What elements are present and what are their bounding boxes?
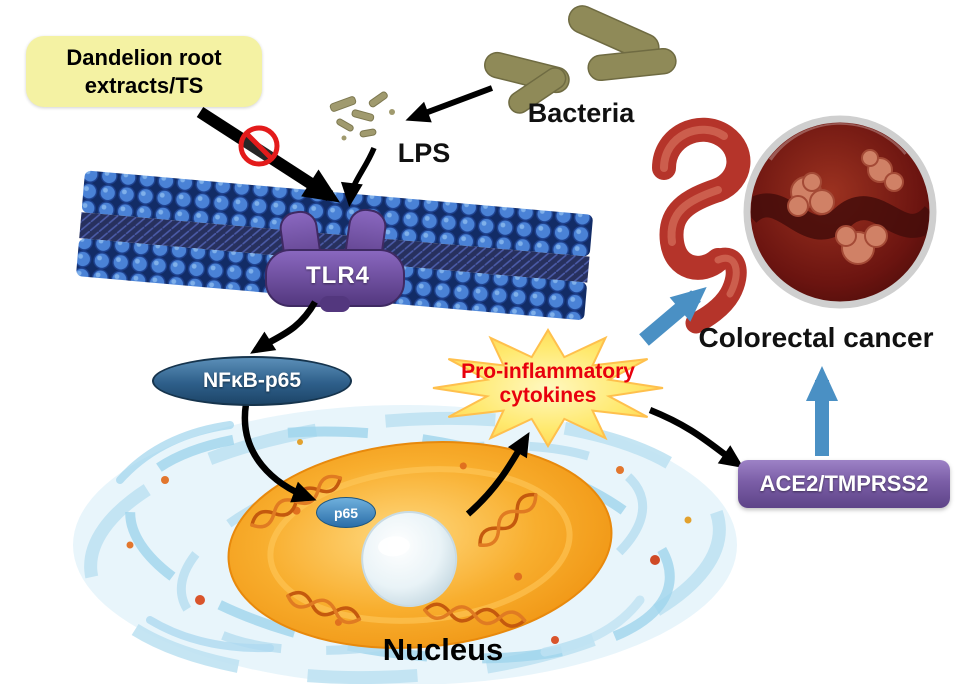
dandelion-root-extracts-box: Dandelion root extracts/TS	[26, 36, 262, 107]
tumor-lumps	[787, 149, 904, 265]
bacteria-illustration	[484, 5, 677, 114]
bacteria-label: Bacteria	[527, 98, 635, 128]
inhibition-icon	[238, 125, 280, 167]
nucleolus	[361, 510, 458, 607]
p65-node: p65	[316, 497, 376, 528]
arrow-nfkb-to-p65	[241, 403, 317, 503]
nucleus-illustration	[227, 441, 613, 649]
arrow-cytokines-to-ace2	[648, 406, 744, 468]
arrow-lps-to-tlr4	[340, 146, 377, 207]
tlr4-label: TLR4	[306, 262, 370, 289]
lps-label: LPS	[397, 138, 451, 168]
cell-cytoplasm-illustration	[73, 405, 737, 684]
arrow-bacteria-to-lps	[405, 85, 494, 123]
tlr4-receptor	[265, 208, 405, 312]
lps-fragments	[329, 91, 395, 141]
arrow-cytokines-to-colon	[639, 286, 707, 346]
nfkb-p65-node: NFκB-p65	[152, 356, 352, 406]
ace2-tmprss2-box: ACE2/TMPRSS2	[738, 460, 950, 508]
arrow-nucleus-to-cytokines	[465, 431, 530, 517]
pro-inflammatory-cytokines-label: Pro-inflammatory cytokines	[461, 360, 635, 408]
arrow-tlr4-to-nfkb	[250, 300, 318, 354]
nucleus-label: Nucleus	[382, 632, 504, 667]
colorectal-cancer-label: Colorectal cancer	[698, 322, 934, 353]
cytoplasm-specks	[126, 439, 692, 644]
colon-zoom-circle	[743, 115, 937, 309]
cytokine-starburst	[432, 328, 664, 448]
colon-illustration	[652, 117, 751, 334]
